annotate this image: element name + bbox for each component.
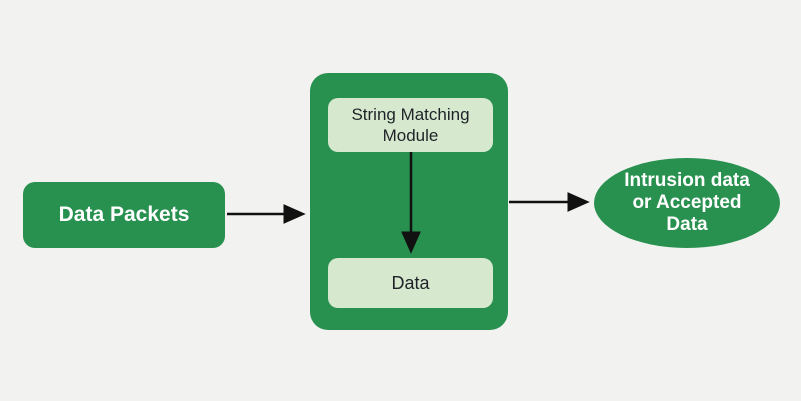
node-module-container: String Matching Module Data bbox=[310, 73, 508, 330]
node-data-packets: Data Packets bbox=[23, 182, 225, 248]
node-data: Data bbox=[328, 258, 493, 308]
node-output-ellipse: Intrusion data or Accepted Data bbox=[594, 158, 780, 248]
label-line: Data bbox=[666, 214, 708, 235]
node-data-label: Data bbox=[391, 272, 430, 293]
label-line: or Accepted bbox=[632, 192, 742, 213]
label-line: Module bbox=[382, 126, 439, 145]
node-output-label: Intrusion data or Accepted Data bbox=[624, 170, 750, 236]
node-data-packets-label: Data Packets bbox=[58, 203, 190, 226]
node-string-matching-module: String Matching Module bbox=[328, 98, 493, 152]
label-line: Intrusion data bbox=[624, 170, 750, 191]
node-string-matching-label: String Matching Module bbox=[351, 104, 469, 146]
label-line: String Matching bbox=[351, 105, 470, 124]
